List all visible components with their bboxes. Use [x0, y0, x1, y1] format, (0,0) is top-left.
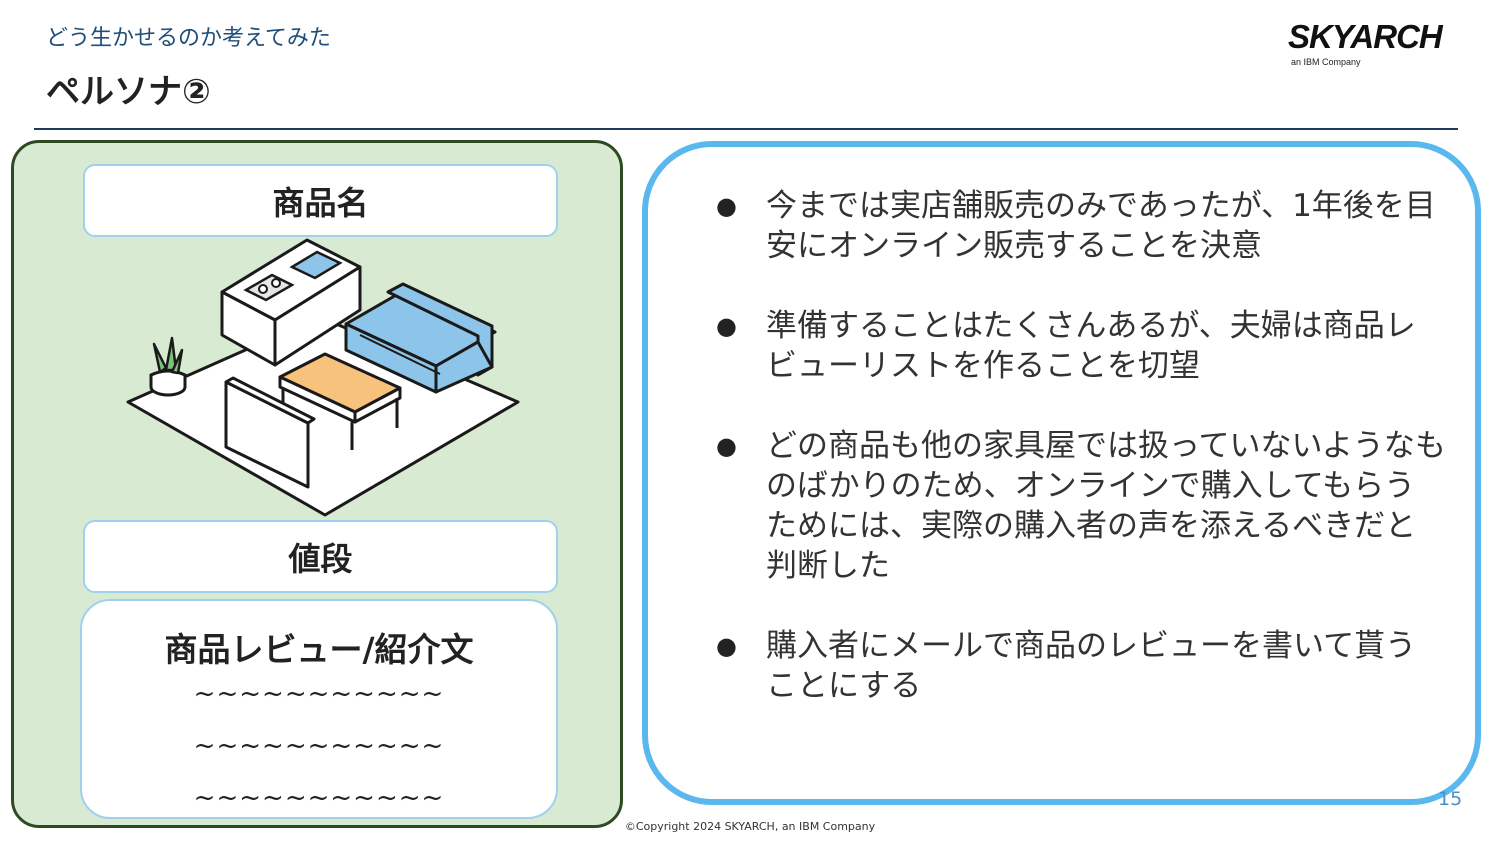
bullet-text: 購入者にメールで商品のレビューを書いて貰うことにする [766, 628, 1417, 704]
bullet-text: どの商品も他の家具屋では扱っていないようなものばかりのため、オンラインで購入して… [766, 428, 1446, 584]
bullet-icon: ● [716, 192, 737, 220]
product-name-label: 商品名 [272, 183, 369, 222]
bullet-item: ● 今までは実店舗販売のみであったが、1年後を目安にオンライン販売することを決意 [716, 186, 1446, 266]
review-box: 商品レビュー/紹介文 ~~~~~~~~~~~ ~~~~~~~~~~~ ~~~~~… [80, 599, 558, 819]
skyarch-logo: SKYARCH an IBM Company [1288, 18, 1458, 70]
review-placeholder-line: ~~~~~~~~~~~ [193, 731, 445, 761]
bullet-item: ● どの商品も他の家具屋では扱っていないようなものばかりのため、オンラインで購入… [716, 426, 1446, 586]
bullet-item: ● 購入者にメールで商品のレビューを書いて貰うことにする [716, 626, 1446, 706]
bullet-text: 今までは実店舗販売のみであったが、1年後を目安にオンライン販売することを決意 [766, 188, 1436, 264]
bullet-text: 準備することはたくさんあるが、夫婦は商品レビューリストを作ることを切望 [766, 308, 1416, 384]
review-placeholder-line: ~~~~~~~~~~~ [193, 679, 445, 709]
price-label: 値段 [288, 539, 353, 578]
header-divider [34, 128, 1458, 130]
review-placeholder-line: ~~~~~~~~~~~ [193, 783, 445, 813]
bullet-icon: ● [716, 432, 737, 460]
price-box: 値段 [83, 520, 558, 593]
bullet-icon: ● [716, 632, 737, 660]
bullet-icon: ● [716, 312, 737, 340]
page-number: 15 [1438, 788, 1463, 810]
section-subtitle: どう生かせるのか考えてみた [46, 26, 331, 51]
living-room-furniture-icon [126, 238, 520, 517]
logo-tagline: an IBM Company [1291, 57, 1361, 67]
bullet-item: ● 準備することはたくさんあるが、夫婦は商品レビューリストを作ることを切望 [716, 306, 1446, 386]
logo-wordmark: SKYARCH [1288, 18, 1443, 55]
persona-description-panel [642, 141, 1481, 805]
copyright-notice: ©Copyright 2024 SKYARCH, an IBM Company [624, 820, 876, 833]
page-title: ペルソナ② [46, 72, 211, 112]
product-name-box: 商品名 [83, 164, 558, 237]
review-title: 商品レビュー/紹介文 [164, 630, 474, 669]
